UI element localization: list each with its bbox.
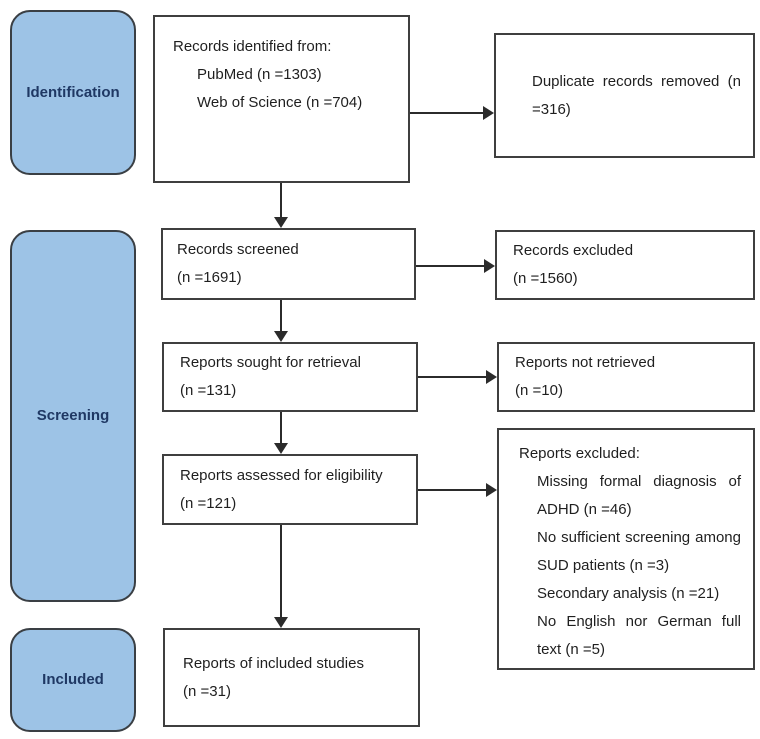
- stage-identification: Identification: [10, 10, 136, 175]
- arrow-identified-to-duplicates-head: [483, 106, 494, 120]
- records-excluded-line: Records excluded: [513, 242, 634, 259]
- records-identified-title: Records identified from:: [173, 38, 332, 55]
- box-records-excluded: Records excluded (n =1560): [495, 230, 755, 300]
- records-identified-item: PubMed (n =1303): [197, 66, 322, 83]
- records-identified-item: Web of Science (n =704): [197, 94, 363, 111]
- box-duplicate-records-removed: Duplicate records removed (n =316): [494, 33, 755, 158]
- reports-sought-line: Reports sought for retrieval: [180, 354, 361, 371]
- stage-screening: Screening: [10, 230, 136, 602]
- box-reports-included: Reports of included studies (n =31): [163, 628, 420, 727]
- reports-not-retrieved-line: (n =10): [515, 382, 563, 399]
- records-screened-line: (n =1691): [177, 269, 242, 286]
- arrow-identified-to-screened-shaft: [280, 183, 282, 219]
- arrow-screened-to-sought-head: [274, 331, 288, 342]
- stage-screening-label: Screening: [36, 407, 110, 424]
- arrow-assessed-to-included-shaft: [280, 525, 282, 619]
- arrow-identified-to-screened-head: [274, 217, 288, 228]
- stage-included: Included: [10, 628, 136, 732]
- reports-included-line: Reports of included studies: [183, 654, 364, 672]
- box-reports-excluded: Reports excluded: Missing formal diagnos…: [497, 428, 755, 670]
- box-reports-assessed: Reports assessed for eligibility (n =121…: [162, 454, 418, 525]
- reports-assessed-line: (n =121): [180, 494, 237, 512]
- box-reports-not-retrieved: Reports not retrieved (n =10): [497, 342, 755, 412]
- arrow-screened-to-excluded-shaft: [416, 265, 486, 267]
- reports-included-line: (n =31): [183, 682, 231, 700]
- reports-excluded-title: Reports excluded:: [519, 445, 640, 462]
- arrow-screened-to-excluded-head: [484, 259, 495, 273]
- stage-identification-label: Identification: [26, 83, 120, 101]
- arrow-assessed-to-excluded-shaft: [418, 489, 488, 491]
- arrow-sought-to-assessed-head: [274, 443, 288, 454]
- duplicate-records-removed-text: Duplicate records removed (n =316): [532, 72, 741, 118]
- box-records-screened: Records screened (n =1691): [161, 228, 416, 300]
- reports-sought-line: (n =131): [180, 382, 237, 399]
- arrow-assessed-to-excluded-head: [486, 483, 497, 497]
- box-records-identified: Records identified from: PubMed (n =1303…: [153, 15, 410, 183]
- arrow-identified-to-duplicates-shaft: [410, 112, 485, 114]
- reports-assessed-line: Reports assessed for eligibility: [180, 466, 383, 484]
- arrow-sought-to-assessed-shaft: [280, 412, 282, 445]
- reports-excluded-item: Missing formal diagnosis of ADHD (n =46): [537, 473, 741, 518]
- arrow-sought-to-notretrieved-head: [486, 370, 497, 384]
- records-excluded-line: (n =1560): [513, 270, 578, 287]
- reports-excluded-item: No English nor German full text (n =5): [537, 613, 741, 658]
- reports-not-retrieved-line: Reports not retrieved: [515, 354, 656, 371]
- stage-included-label: Included: [42, 671, 104, 688]
- records-screened-line: Records screened: [177, 241, 299, 258]
- reports-excluded-item: Secondary analysis (n =21): [537, 585, 720, 602]
- arrow-sought-to-notretrieved-shaft: [418, 376, 488, 378]
- arrow-screened-to-sought-shaft: [280, 300, 282, 333]
- arrow-assessed-to-included-head: [274, 617, 288, 628]
- box-reports-sought: Reports sought for retrieval (n =131): [162, 342, 418, 412]
- reports-excluded-item: No sufficient screening among SUD patien…: [537, 529, 741, 574]
